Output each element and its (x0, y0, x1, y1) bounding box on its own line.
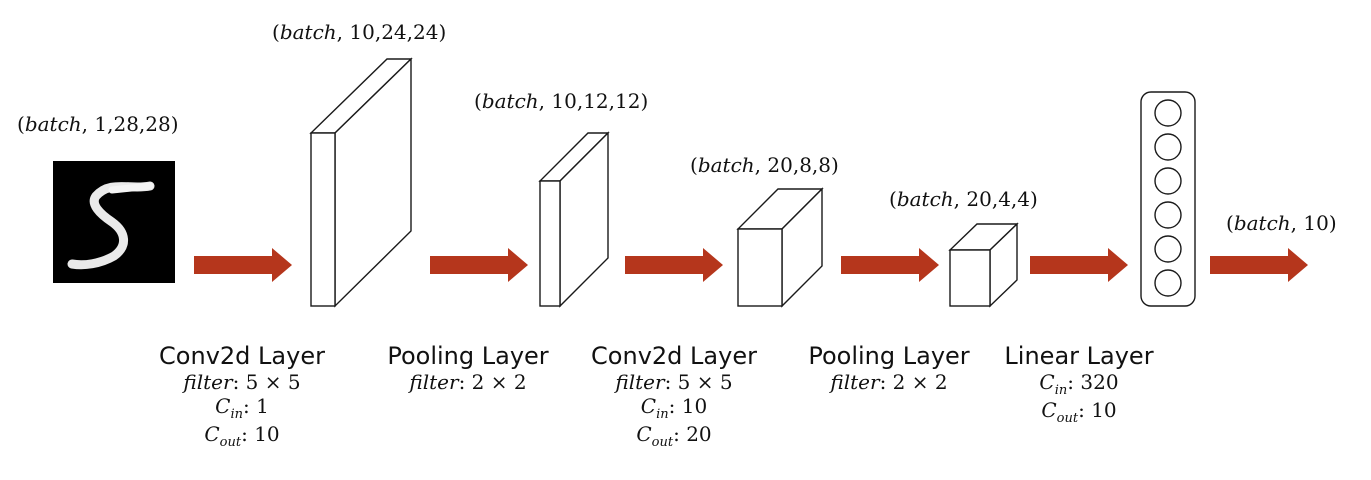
arrow-input-to-conv1 (194, 248, 292, 282)
output-node (1154, 269, 1182, 297)
shape-label-input: (batch, 1,28,28) (17, 112, 179, 136)
shape-label-output: (batch, 10) (1226, 211, 1337, 235)
layer-name: Conv2d Layer (159, 342, 325, 370)
output-node (1154, 235, 1182, 263)
layer-caption-linear: Linear Layer Cin: 320 Cout: 10 (996, 342, 1162, 426)
layer-caption-conv1: Conv2d Layer filter: 5 × 5 Cin: 1 Cout: … (150, 342, 334, 450)
conv2-feature-map (736, 187, 824, 308)
arrow-conv2-to-pool2 (841, 248, 939, 282)
param-c-in: Cin: 10 (640, 394, 708, 422)
param-filter: filter: 5 × 5 (615, 370, 733, 394)
param-filter: filter: 5 × 5 (183, 370, 301, 394)
pool2-feature-map (948, 222, 1019, 308)
arrow-pool1-to-conv2 (625, 248, 723, 282)
layer-name: Pooling Layer (808, 342, 970, 370)
param-c-out: Cout: 10 (1041, 398, 1117, 426)
shape-label-pool1: (batch, 10,12,12) (474, 89, 649, 113)
shape-label-pool2: (batch, 20,4,4) (889, 187, 1038, 211)
param-c-in: Cin: 320 (1039, 370, 1119, 398)
layer-name: Conv2d Layer (591, 342, 757, 370)
output-node (1154, 99, 1182, 127)
layer-caption-conv2: Conv2d Layer filter: 5 × 5 Cin: 10 Cout:… (582, 342, 766, 450)
conv1-feature-map (309, 57, 413, 308)
input-digit-image (53, 161, 175, 283)
shape-label-conv2: (batch, 20,8,8) (690, 153, 839, 177)
layer-caption-pool2: Pooling Layer filter: 2 × 2 (797, 342, 981, 394)
layer-name: Linear Layer (1004, 342, 1154, 370)
param-c-in: Cin: 1 (215, 394, 269, 422)
output-node (1154, 133, 1182, 161)
linear-output-nodes (1140, 91, 1196, 307)
output-node (1154, 201, 1182, 229)
pool1-feature-map (538, 131, 610, 308)
arrow-pool2-to-linear (1030, 248, 1128, 282)
arrow-linear-to-output (1210, 248, 1308, 282)
param-filter: filter: 2 × 2 (830, 370, 948, 394)
param-c-out: Cout: 10 (204, 422, 280, 450)
shape-label-conv1: (batch, 10,24,24) (272, 20, 447, 44)
layer-name: Pooling Layer (387, 342, 549, 370)
param-filter: filter: 2 × 2 (409, 370, 527, 394)
param-c-out: Cout: 20 (636, 422, 712, 450)
output-node (1154, 167, 1182, 195)
arrow-conv1-to-pool1 (430, 248, 528, 282)
layer-caption-pool1: Pooling Layer filter: 2 × 2 (376, 342, 560, 394)
